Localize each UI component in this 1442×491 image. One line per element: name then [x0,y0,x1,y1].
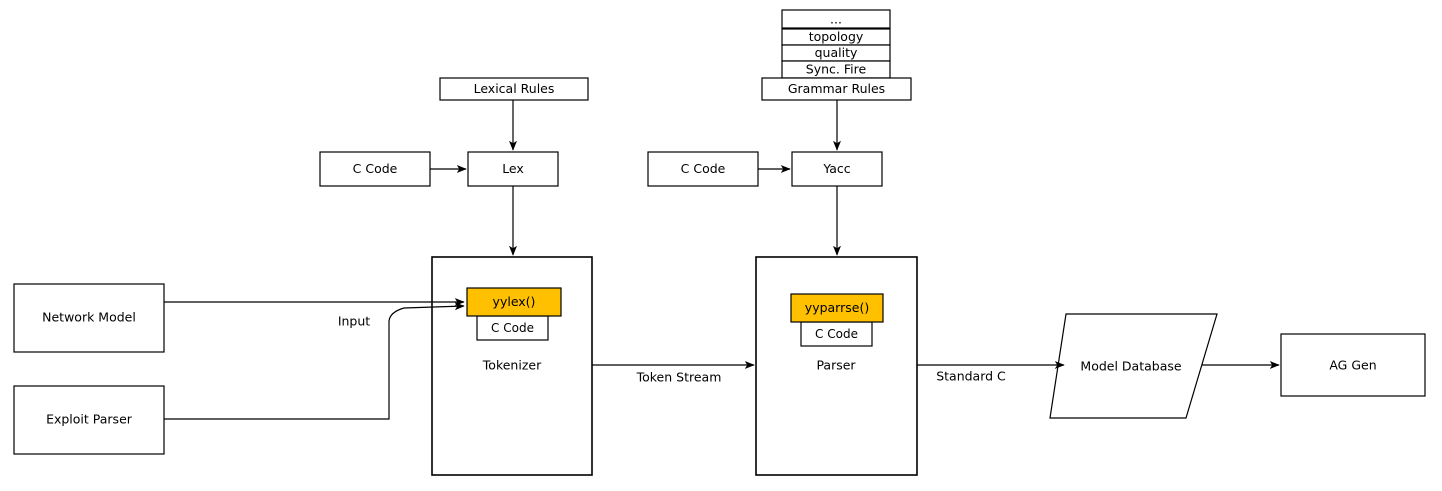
parser-c-code-label: C Code [815,327,858,341]
c-code-lex-label: C Code [353,161,398,176]
node-yacc[interactable]: Yacc [791,151,883,187]
model-database-label: Model Database [1080,359,1181,374]
edge-label-input: Input [338,314,370,329]
tokenizer-label: Tokenizer [482,358,542,373]
edge-exploit-parser-to-yylex [164,302,465,420]
yacc-label: Yacc [822,161,850,176]
node-network-model[interactable]: Network Model [13,283,165,353]
c-code-yacc-label: C Code [681,161,726,176]
yyparrse-label: yyparrse() [805,300,869,315]
tokenizer-c-code-label: C Code [491,321,534,335]
grammar-stack-label-2: quality [815,45,858,60]
model-database-shape[interactable] [1049,313,1218,419]
ag-gen-box[interactable] [1280,333,1426,397]
node-tokenizer[interactable]: Tokenizer C Code yylex() [431,256,593,476]
grammar-rules-stack: ... topology quality Sync. Fire [781,9,891,79]
lex-box[interactable] [467,151,559,187]
lexical-rules-label: Lexical Rules [474,81,555,96]
exploit-parser-label: Exploit Parser [46,412,133,427]
edge-label-token-stream: Token Stream [636,370,722,385]
node-ag-gen[interactable]: AG Gen [1280,333,1426,397]
parser-box[interactable] [755,256,918,476]
yacc-box[interactable] [791,151,883,187]
parser-label: Parser [816,358,856,373]
network-model-label: Network Model [42,310,136,325]
edge-label-standard-c: Standard C [936,369,1006,384]
node-lex[interactable]: Lex [467,151,559,187]
node-exploit-parser[interactable]: Exploit Parser [13,385,165,455]
lexical-rules-box[interactable] [439,77,589,101]
grammar-rules-label: Grammar Rules [788,81,885,96]
grammar-stack-label-0: ... [830,12,842,27]
yylex-box[interactable] [466,287,562,317]
grammar-stack-item-0 [781,9,891,29]
grammar-stack-label-3: Sync. Fire [806,62,867,77]
network-model-box[interactable] [13,283,165,353]
yylex-label: yylex() [493,294,536,309]
grammar-stack-label-1: topology [809,29,864,44]
yyparrse-box[interactable] [790,293,884,323]
lex-label: Lex [502,161,524,176]
node-c-code-yacc[interactable]: C Code [647,151,759,187]
parser-c-code-box[interactable] [800,321,873,347]
ag-gen-label: AG Gen [1329,358,1376,373]
node-c-code-lex[interactable]: C Code [319,151,431,187]
node-lexical-rules[interactable]: Lexical Rules [439,77,589,101]
node-parser[interactable]: Parser C Code yyparrse() [755,256,918,476]
exploit-parser-box[interactable] [13,385,165,455]
node-model-database[interactable]: Model Database [1049,313,1218,419]
node-grammar-rules[interactable]: Grammar Rules [761,77,912,101]
